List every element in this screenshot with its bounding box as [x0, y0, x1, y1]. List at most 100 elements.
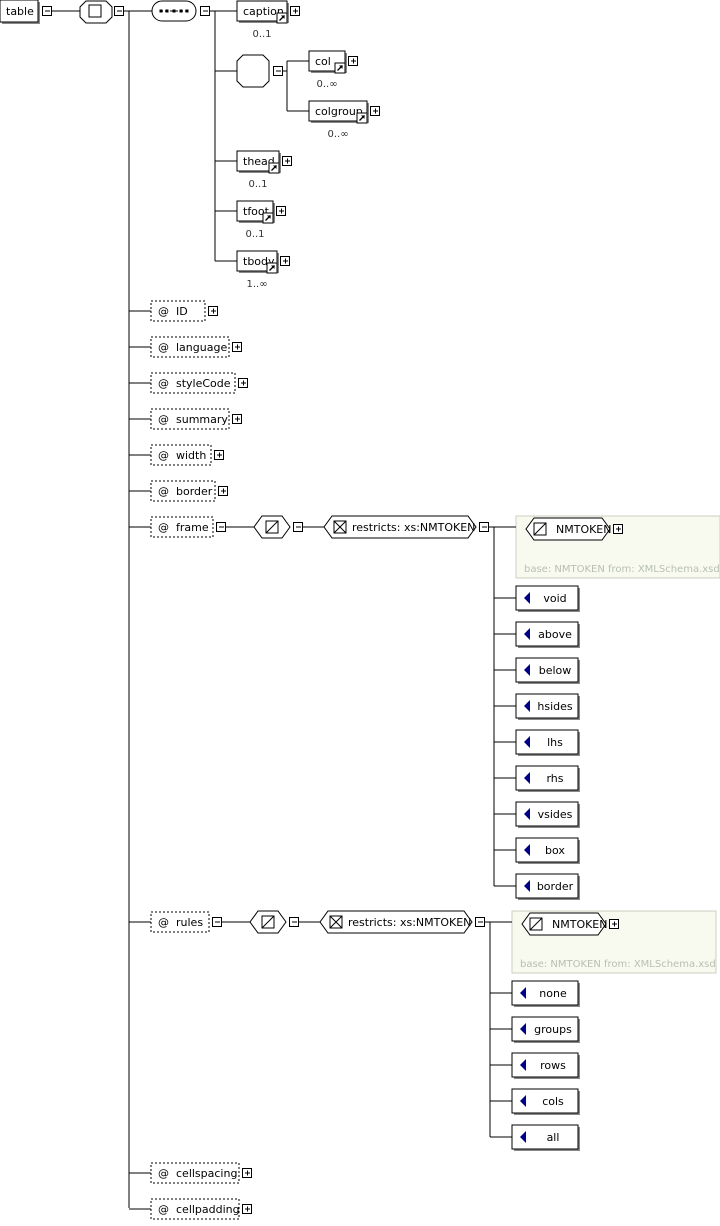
- attribute-id-expand-icon[interactable]: [208, 306, 218, 316]
- frame-enum-box[interactable]: box: [515, 837, 580, 864]
- rules-base-type-node: [521, 912, 607, 936]
- frame-enum-lhs-label: lhs: [547, 736, 563, 749]
- enumeration-icon: [524, 880, 530, 892]
- tbody-expand-icon[interactable]: [280, 256, 290, 266]
- attribute-at-icon: @: [158, 449, 169, 462]
- frame-base-note-text: base: NMTOKEN from: XMLSchema.xsd: [524, 564, 720, 575]
- choice-collapse-icon[interactable]: [273, 66, 283, 76]
- colgroup-expand-icon[interactable]: [370, 106, 380, 116]
- attribute-border[interactable]: @border: [150, 480, 216, 502]
- simple-type-icon: [533, 522, 547, 536]
- rules-simple-type-collapse-icon[interactable]: [289, 917, 299, 927]
- frame-enum-above-label: above: [538, 628, 572, 641]
- frame-enum-hsides[interactable]: hsides: [515, 693, 580, 720]
- frame-restriction-label: restricts: xs:NMTOKEN: [352, 521, 475, 534]
- rules-enum-groups-label: groups: [534, 1023, 572, 1036]
- frame-enum-above[interactable]: above: [515, 621, 580, 648]
- attribute-at-icon: @: [158, 341, 169, 354]
- attribute-cellspacing-label: cellspacing: [176, 1167, 237, 1180]
- attribute-summary[interactable]: @summary: [150, 408, 230, 430]
- tfoot-expand-icon[interactable]: [276, 206, 286, 216]
- restriction-icon: [333, 520, 347, 534]
- attribute-summary-label: summary: [176, 413, 228, 426]
- rules-base-type-expand-icon[interactable]: [609, 919, 619, 929]
- attribute-width-expand-icon[interactable]: [214, 450, 224, 460]
- rules-enum-none[interactable]: none: [511, 980, 580, 1007]
- attribute-border-expand-icon[interactable]: [218, 486, 228, 496]
- attribute-language[interactable]: @language: [150, 336, 230, 358]
- simple-type-icon: [261, 915, 275, 929]
- enumeration-icon: [524, 844, 530, 856]
- sequence-collapse-icon[interactable]: [200, 6, 210, 16]
- enumeration-icon: [520, 1023, 526, 1035]
- frame-enum-vsides[interactable]: vsides: [515, 801, 580, 828]
- attribute-cellspacing[interactable]: @ cellspacing: [150, 1162, 240, 1184]
- frame-enum-below-label: below: [539, 664, 572, 677]
- attribute-id[interactable]: @ID: [150, 300, 206, 322]
- attribute-frame-label: frame: [176, 521, 209, 534]
- attribute-at-icon: @: [158, 521, 169, 534]
- colgroup-occurrence: 0..∞: [327, 129, 348, 140]
- frame-enum-lhs[interactable]: lhs: [515, 729, 580, 756]
- frame-restriction-collapse-icon[interactable]: [479, 522, 489, 532]
- simple-type-icon: [529, 917, 543, 931]
- attribute-stylecode[interactable]: @styleCode: [150, 372, 236, 394]
- enumeration-icon: [524, 664, 530, 676]
- attribute-stylecode-expand-icon[interactable]: [238, 378, 248, 388]
- attribute-width[interactable]: @ width: [150, 444, 212, 466]
- attribute-cellpadding-expand-icon[interactable]: [242, 1204, 252, 1214]
- attribute-width-label: width: [176, 449, 206, 462]
- rules-enum-rows-label: rows: [540, 1059, 566, 1072]
- rules-enum-rows[interactable]: rows: [511, 1052, 580, 1079]
- frame-enum-rhs[interactable]: rhs: [515, 765, 580, 792]
- rules-restriction-collapse-icon[interactable]: [475, 917, 485, 927]
- complex-type-icon: [88, 4, 102, 18]
- attribute-rules[interactable]: @rules: [150, 911, 210, 933]
- reference-arrow-icon: [334, 62, 346, 74]
- attribute-summary-expand-icon[interactable]: [232, 414, 242, 424]
- rules-enum-groups[interactable]: groups: [511, 1016, 580, 1043]
- tfoot-occurrence: 0..1: [245, 229, 264, 240]
- rules-base-note-text: base: NMTOKEN from: XMLSchema.xsd: [520, 959, 716, 970]
- attribute-cellpadding[interactable]: @cellpadding: [150, 1198, 240, 1220]
- frame-base-type-node: [525, 517, 611, 541]
- attribute-at-icon: @: [158, 377, 169, 390]
- rules-restriction-label: restricts: xs:NMTOKEN: [348, 916, 471, 929]
- frame-enum-rhs-label: rhs: [546, 772, 563, 785]
- frame-enum-border[interactable]: border: [515, 873, 580, 900]
- thead-expand-icon[interactable]: [282, 156, 292, 166]
- attribute-language-expand-icon[interactable]: [232, 342, 242, 352]
- attribute-at-icon: @: [158, 916, 169, 929]
- restriction-icon: [329, 915, 343, 929]
- attribute-cellspacing-expand-icon[interactable]: [242, 1168, 252, 1178]
- attribute-at-icon: @: [158, 1167, 169, 1180]
- attribute-frame[interactable]: @ frame: [150, 516, 214, 538]
- rules-enum-all[interactable]: all: [511, 1124, 580, 1151]
- simple-type-icon: [265, 520, 279, 534]
- frame-simple-type-collapse-icon[interactable]: [293, 522, 303, 532]
- enumeration-icon: [524, 592, 530, 604]
- frame-enum-hsides-label: hsides: [537, 700, 573, 713]
- frame-enum-void[interactable]: void: [515, 585, 580, 612]
- choice-octagon: [236, 54, 270, 88]
- attribute-rules-collapse-icon[interactable]: [212, 917, 222, 927]
- col-expand-icon[interactable]: [348, 56, 358, 66]
- attribute-at-icon: @: [158, 485, 169, 498]
- element-colgroup[interactable]: colgroup: [308, 100, 369, 123]
- frame-enum-border-label: border: [537, 880, 574, 893]
- rules-enum-cols[interactable]: cols: [511, 1088, 580, 1115]
- root-label: table: [6, 5, 34, 18]
- root-collapse-icon[interactable]: [42, 6, 52, 16]
- attribute-cellpadding-label: cellpadding: [176, 1203, 240, 1216]
- caption-expand-icon[interactable]: [290, 6, 300, 16]
- tbody-occurrence: 1..∞: [246, 279, 267, 290]
- frame-base-type-expand-icon[interactable]: [613, 524, 623, 534]
- enumeration-icon: [524, 628, 530, 640]
- frame-enum-below[interactable]: below: [515, 657, 580, 684]
- attribute-frame-collapse-icon[interactable]: [216, 522, 226, 532]
- complex-type-collapse-icon[interactable]: [114, 6, 124, 16]
- frame-enum-void-label: void: [543, 592, 566, 605]
- root-element-table[interactable]: table: [0, 0, 40, 24]
- enumeration-icon: [520, 1059, 526, 1071]
- thead-occurrence: 0..1: [248, 179, 267, 190]
